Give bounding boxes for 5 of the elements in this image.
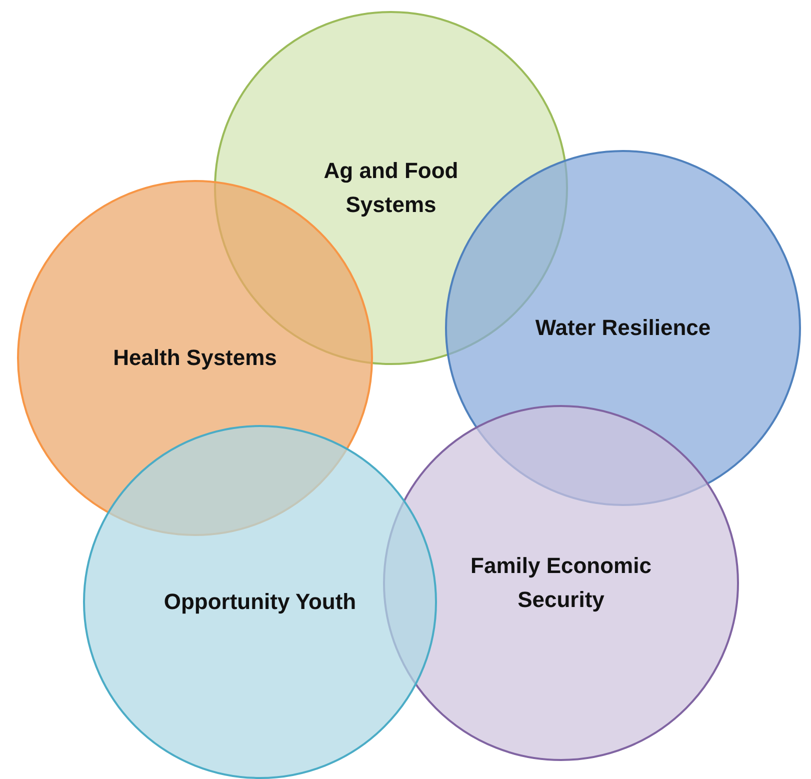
circle-label: Health Systems [112,344,278,372]
circle-label: Water Resilience [534,314,712,342]
circle-label: Opportunity Youth [162,588,358,616]
circle-label: Family Economic Security [470,552,652,614]
circle-label: Ag and Food Systems [322,157,460,219]
